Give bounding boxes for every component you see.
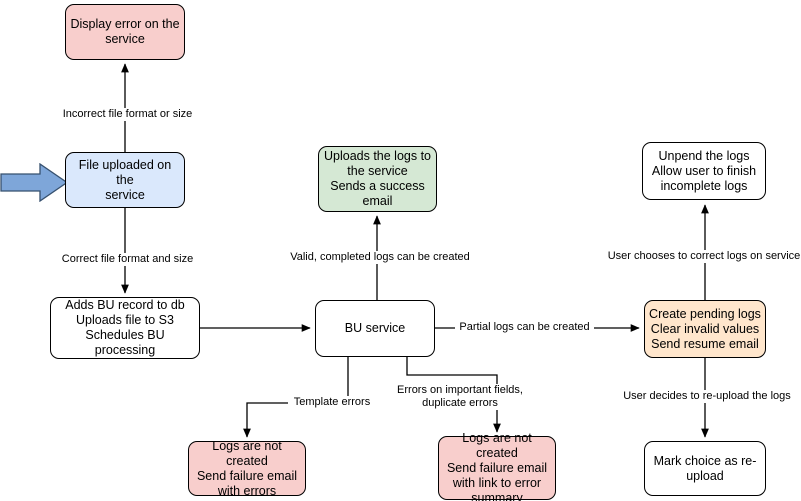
node-logs-not-created-errors[interactable]: Logs are not created Send failure email …: [188, 439, 306, 498]
edge-label-partial-logs: Partial logs can be created: [455, 321, 594, 334]
entry-arrow: [0, 163, 69, 202]
edge-label-template-errors: Template errors: [288, 396, 376, 409]
node-create-pending-logs[interactable]: Create pending logs Clear invalid values…: [644, 300, 766, 358]
edge-label-valid-complete-logs: Valid, completed logs can be created: [288, 251, 472, 264]
edge-label-errors-important-fields: Errors on important fields, duplicate er…: [393, 384, 527, 410]
node-bu-service[interactable]: BU service: [315, 300, 435, 357]
node-mark-choice-reupload[interactable]: Mark choice as re- upload: [644, 441, 766, 496]
node-unpend-logs[interactable]: Unpend the logs Allow user to finish inc…: [642, 142, 766, 200]
edge-label-incorrect-format: Incorrect file format or size: [58, 108, 197, 121]
edge-label-correct-format: Correct file format and size: [58, 253, 197, 266]
edge-label-user-reupload: User decides to re-upload the logs: [620, 390, 794, 403]
node-adds-bu-record[interactable]: Adds BU record to db Uploads file to S3 …: [50, 297, 200, 359]
edge-label-user-corrects-logs: User chooses to correct logs on service: [604, 250, 801, 263]
node-display-error[interactable]: Display error on the service: [65, 4, 185, 60]
node-file-uploaded[interactable]: File uploaded on the service: [65, 152, 185, 208]
node-uploads-logs[interactable]: Uploads the logs to the service Sends a …: [318, 146, 437, 212]
node-logs-not-created-summary[interactable]: Logs are not created Send failure email …: [438, 431, 556, 501]
